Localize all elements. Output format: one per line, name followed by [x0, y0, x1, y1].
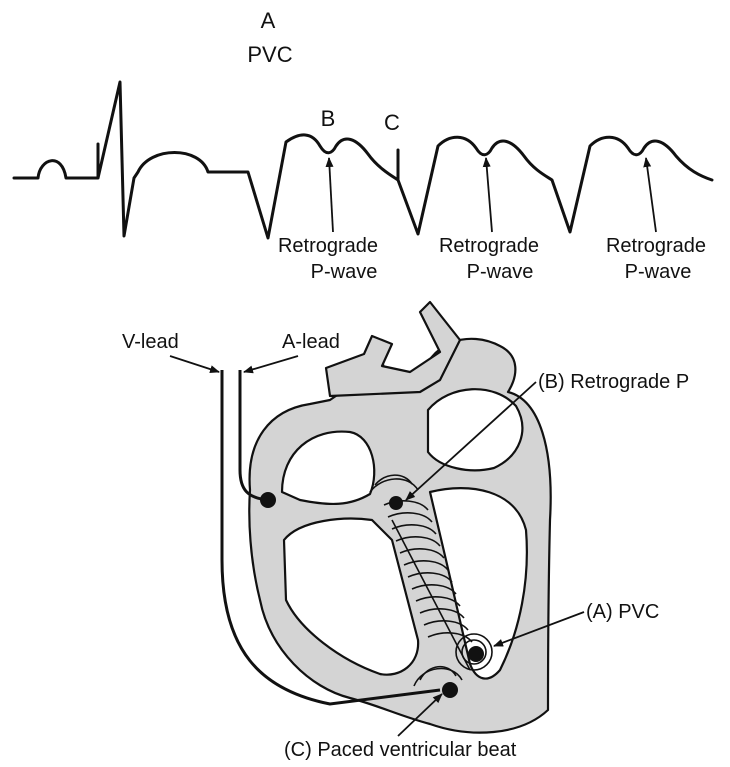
label-c: C — [384, 110, 400, 135]
retro-label-2-line2: P-wave — [467, 261, 534, 283]
retro-arrow-2 — [486, 158, 492, 232]
v-lead-label: V-lead — [122, 331, 179, 353]
label-a: A — [261, 8, 276, 33]
v-lead-electrode — [442, 682, 458, 698]
label-b: B — [321, 106, 336, 131]
callout-c: (C) Paced ventricular beat — [284, 739, 517, 761]
a-lead-electrode — [260, 492, 276, 508]
retro-label-3-line2: P-wave — [625, 261, 692, 283]
ecg-strip: A PVC B C Retrograde P-wave Retrograde P… — [14, 8, 712, 283]
retro-arrow-3 — [646, 158, 656, 232]
a-lead-arrow — [244, 356, 298, 372]
his-electrode — [389, 496, 403, 510]
retro-label-2-line1: Retrograde — [439, 235, 539, 257]
v-lead-arrow — [170, 356, 219, 372]
ecg-trace — [14, 82, 712, 238]
heart-diagram: V-lead A-lead (B) Retrograde P (A) PVC (… — [122, 302, 689, 761]
pvc-focus-dot — [468, 646, 484, 662]
retro-label-1-line2: P-wave — [311, 261, 378, 283]
callout-a: (A) PVC — [586, 601, 659, 623]
label-pvc: PVC — [247, 42, 292, 67]
retro-label-3-line1: Retrograde — [606, 235, 706, 257]
retro-arrow-1 — [329, 158, 333, 232]
a-lead-label: A-lead — [282, 331, 340, 353]
left-atrium — [428, 389, 522, 470]
callout-b: (B) Retrograde P — [538, 371, 689, 393]
retro-label-1-line1: Retrograde — [278, 235, 378, 257]
